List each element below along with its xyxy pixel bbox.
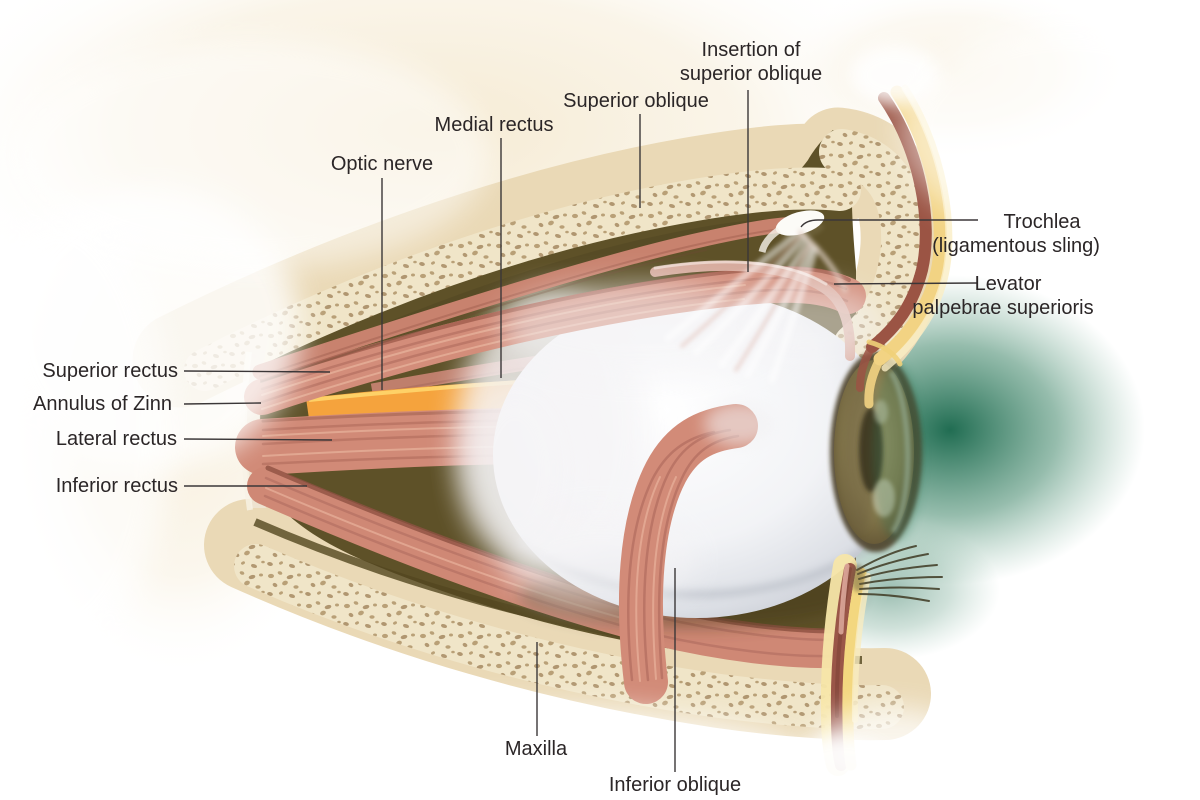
inferior-oblique-muscle bbox=[618, 404, 758, 704]
label-insertion-superior-oblique-line2: superior oblique bbox=[680, 63, 822, 85]
label-levator-line2: palpebrae superioris bbox=[912, 297, 1093, 319]
label-trochlea-line1: Trochlea bbox=[1003, 211, 1081, 233]
inferior-oblique-top-fade bbox=[704, 402, 776, 446]
label-levator-line1: Levator bbox=[975, 273, 1042, 295]
superior-oblique-muscle bbox=[252, 216, 803, 383]
leader-lines bbox=[183, 90, 978, 772]
label-lateral-rectus: Lateral rectus bbox=[56, 428, 177, 450]
labels: Insertion of superior oblique Superior o… bbox=[33, 39, 1100, 796]
leader-levator bbox=[833, 282, 978, 285]
label-superior-rectus: Superior rectus bbox=[42, 360, 178, 382]
eyelashes bbox=[856, 545, 943, 602]
leader-superior-rectus bbox=[183, 370, 331, 373]
leader-lateral-rectus bbox=[183, 438, 333, 441]
edge-fades bbox=[0, 20, 1200, 800]
label-annulus-of-zinn: Annulus of Zinn bbox=[33, 393, 172, 415]
leader-trochlea bbox=[800, 219, 978, 228]
superior-oblique-tendon-fan bbox=[664, 228, 848, 384]
label-maxilla: Maxilla bbox=[505, 738, 568, 760]
iris-cornea bbox=[830, 352, 924, 552]
label-medial-rectus: Medial rectus bbox=[435, 114, 554, 136]
label-superior-oblique: Superior oblique bbox=[563, 90, 709, 112]
lash-root-shadow bbox=[851, 564, 865, 592]
label-inferior-oblique: Inferior oblique bbox=[609, 774, 741, 796]
upper-eyelid-margin bbox=[866, 339, 903, 367]
label-optic-nerve: Optic nerve bbox=[331, 153, 433, 175]
label-trochlea-line2: (ligamentous sling) bbox=[932, 235, 1100, 257]
label-insertion-superior-oblique-line1: Insertion of bbox=[702, 39, 801, 61]
label-inferior-rectus: Inferior rectus bbox=[56, 475, 178, 497]
leader-annulus-of-zinn bbox=[183, 402, 262, 405]
